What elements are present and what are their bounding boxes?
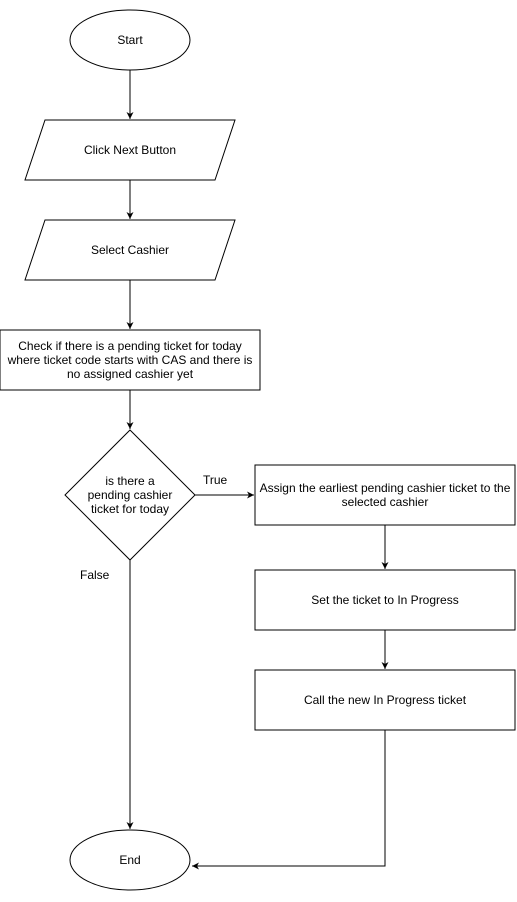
start-label: Start — [117, 33, 143, 47]
set-progress-label: Set the ticket to In Progress — [311, 593, 459, 607]
end-terminal-shape — [69, 829, 191, 891]
end-label: End — [119, 853, 141, 867]
decision-shape — [64, 429, 196, 561]
select-cashier-io-shape — [24, 219, 236, 281]
click-next-io-shape — [24, 119, 236, 181]
start-terminal-shape — [69, 9, 191, 71]
assign-process-shape — [254, 464, 516, 526]
click-next-label: Click Next Button — [83, 143, 177, 157]
check-pending-process-shape — [0, 329, 261, 391]
set-progress-process-shape — [254, 569, 516, 631]
assign-label: Assign the earliest pending cashier tick… — [259, 481, 511, 509]
edge-label-false: False — [80, 568, 110, 582]
edge-call-ticket-to-end — [192, 730, 386, 870]
decision-label: is there a pending cashier ticket for to… — [87, 474, 173, 516]
call-ticket-label: Call the new In Progress ticket — [303, 693, 467, 707]
check-pending-label: Check if there is a pending ticket for t… — [7, 339, 253, 381]
edge-label-true: True — [203, 473, 228, 487]
select-cashier-label: Select Cashier — [90, 243, 170, 257]
call-ticket-process-shape — [254, 669, 516, 731]
